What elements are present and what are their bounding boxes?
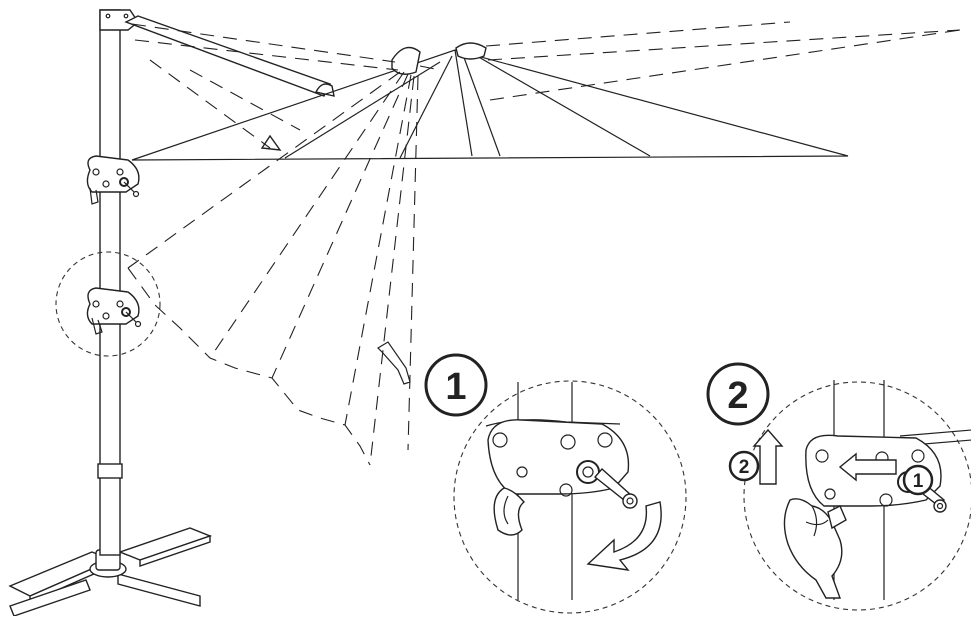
detail-step-1 xyxy=(453,380,687,614)
substep-lift-badge: 2 xyxy=(728,450,760,482)
cross-base xyxy=(8,527,213,617)
step-1-label: 1 xyxy=(445,366,466,408)
step-2-badge: 2 xyxy=(706,362,770,426)
substep-push-badge: 1 xyxy=(902,464,934,496)
step-2-label: 2 xyxy=(727,375,748,417)
canopy-tilted-outline xyxy=(127,21,961,466)
substep-lift-label: 2 xyxy=(739,457,750,478)
step-1-badge: 1 xyxy=(424,353,488,417)
tilt-mechanism-lower xyxy=(55,251,161,357)
detail-step-2 xyxy=(743,380,971,611)
tilt-mechanism-upper xyxy=(86,155,140,205)
umbrella-pole xyxy=(97,9,139,556)
substep-push-label: 1 xyxy=(913,471,924,492)
